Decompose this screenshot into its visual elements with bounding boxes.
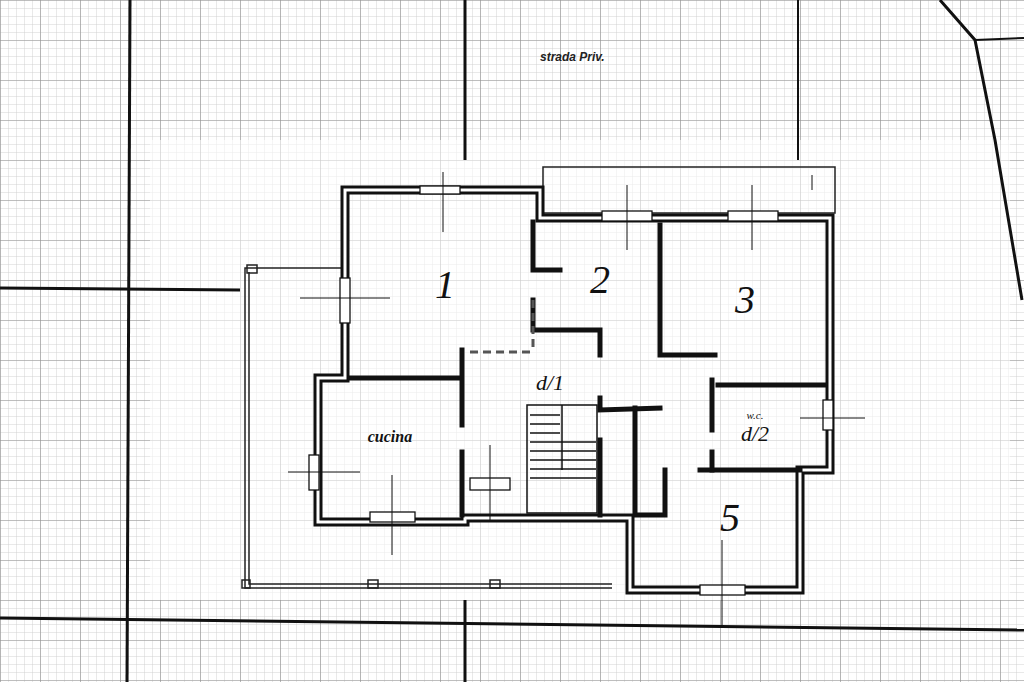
room-area: cucina <box>335 415 445 460</box>
room-area: w.c.d/2 <box>720 395 790 460</box>
room-label: cucina <box>368 429 412 446</box>
room-area: d/1 <box>525 365 575 401</box>
room-label: 3 <box>735 279 755 321</box>
room-label: d/1 <box>536 371 564 394</box>
room-label: 5 <box>720 497 740 539</box>
street-label: strada Priv. <box>540 50 605 64</box>
room-label: w.c. <box>747 410 764 422</box>
room-label: 2 <box>590 259 610 301</box>
room-area: 2 <box>560 240 640 320</box>
room-label: 1 <box>435 264 455 306</box>
room-area: 3 <box>690 255 800 345</box>
room-area: 5 <box>680 480 780 555</box>
room-area: 1 <box>380 240 510 330</box>
room-label: d/2 <box>741 422 769 445</box>
